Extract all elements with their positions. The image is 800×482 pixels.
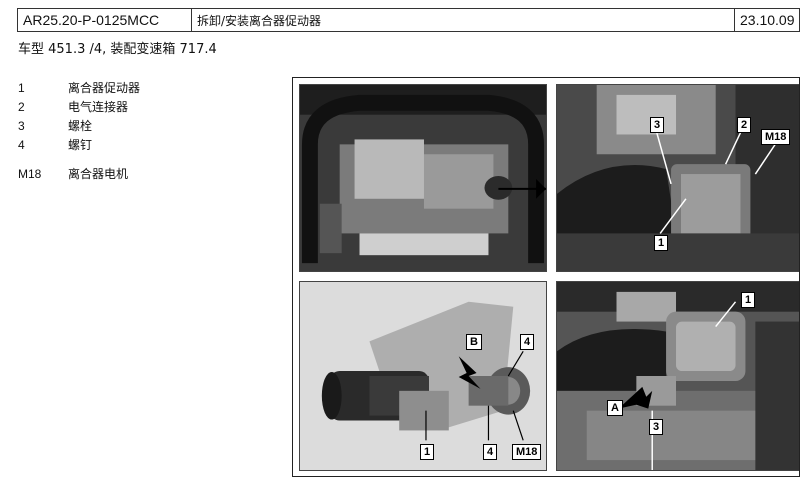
photo-actuator-closeup: 3 2 M18 1	[556, 84, 799, 272]
legend-item: M18 离合器电机	[18, 164, 140, 183]
callout-label: 3	[649, 419, 664, 435]
callout-label: 4	[520, 334, 535, 350]
legend-item: 4 螺钉	[18, 135, 140, 154]
photo-actuator-part: B 4 1 4 M18	[299, 281, 547, 471]
legend-item: 3 螺栓	[18, 116, 140, 135]
legend-item: 2 电气连接器	[18, 97, 140, 116]
callout-label: B	[466, 334, 482, 350]
callout-label: 1	[741, 292, 756, 308]
legend-label: 螺栓	[68, 119, 93, 133]
legend-number: 2	[18, 99, 25, 114]
callout-label: 2	[737, 117, 752, 133]
callout-label: M18	[512, 444, 542, 460]
callout-label: 4	[483, 444, 498, 460]
header-table: AR25.20-P-0125MCC 拆卸/安装离合器促动器 23.10.09	[17, 8, 800, 32]
callout-label: 1	[654, 235, 669, 251]
document-title: 拆卸/安装离合器促动器	[192, 9, 735, 31]
callout-label: M18	[761, 129, 791, 145]
callout-label: 1	[420, 444, 435, 460]
legend-label: 电气连接器	[68, 100, 129, 114]
document-code: AR25.20-P-0125MCC	[18, 9, 192, 31]
legend: 1 离合器促动器 2 电气连接器 3 螺栓 4 螺钉 M18 离合器电机	[18, 78, 140, 183]
figure-panel: 3 2 M18 1 B 4 1 4 M18	[292, 77, 800, 477]
callout-label: A	[607, 400, 623, 416]
document-date: 23.10.09	[740, 12, 795, 28]
legend-number: M18	[18, 166, 42, 181]
callout-label: 3	[650, 117, 665, 133]
legend-label: 离合器电机	[68, 167, 129, 181]
photo-installed-actuator: 1 A 3	[556, 281, 799, 471]
legend-number: 4	[18, 137, 25, 152]
legend-item: 1 离合器促动器	[18, 78, 140, 97]
legend-number: 3	[18, 118, 25, 133]
photo-engine-bay	[299, 84, 547, 272]
legend-number: 1	[18, 80, 25, 95]
model-line: 车型 451.3 /4, 装配变速箱 717.4	[18, 42, 217, 57]
legend-label: 离合器促动器	[68, 81, 141, 95]
legend-label: 螺钉	[68, 138, 93, 152]
